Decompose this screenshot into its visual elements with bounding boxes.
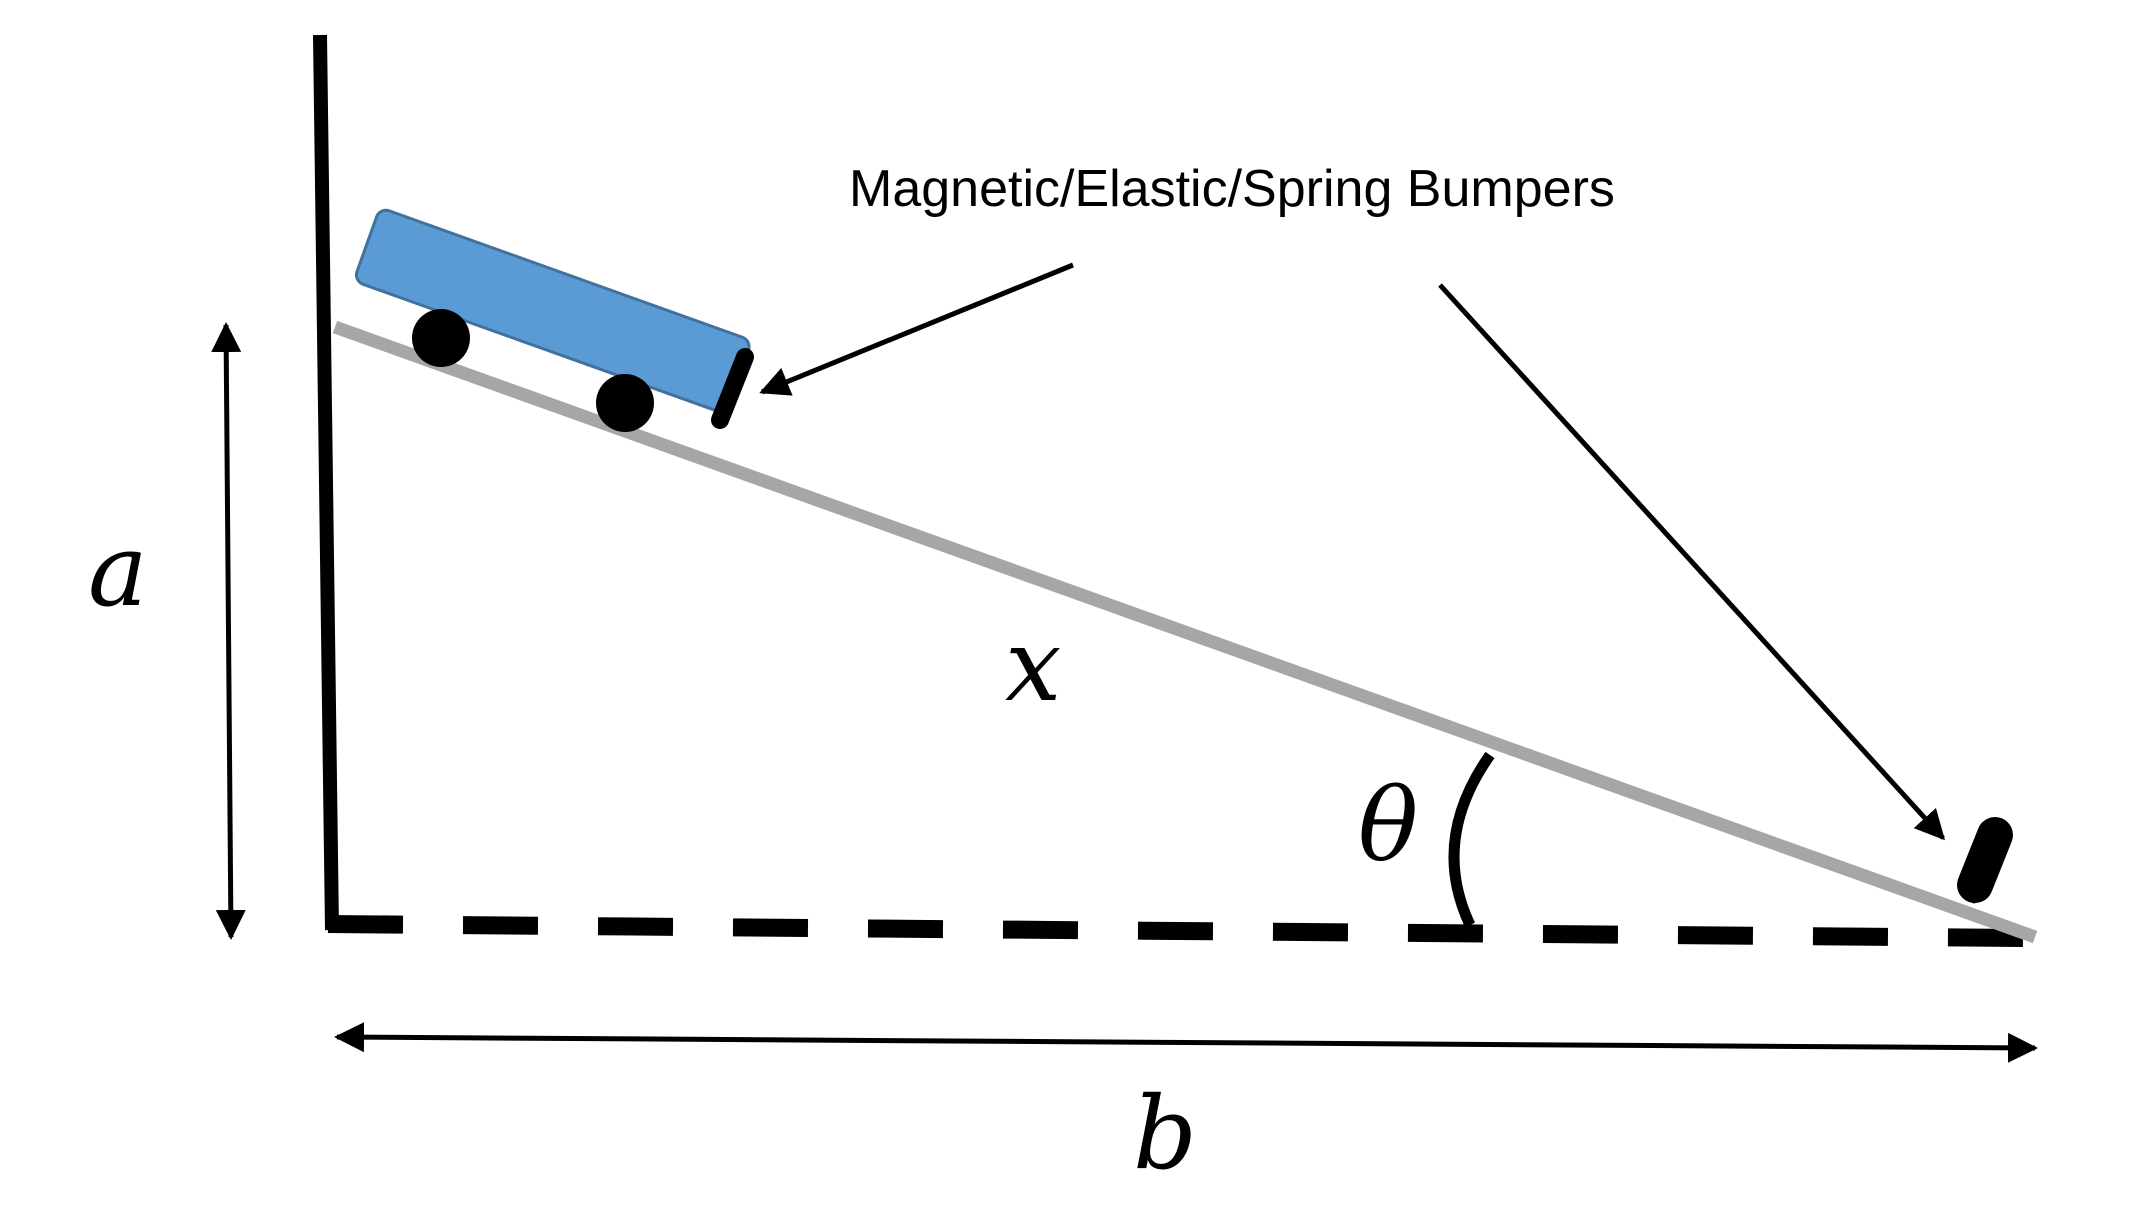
cart-wheel-front — [596, 374, 654, 432]
cart — [354, 208, 751, 413]
angle-arc — [1448, 751, 1495, 928]
height-dimension-arrow — [211, 322, 246, 940]
height-label: a — [88, 512, 148, 629]
angle-label: θ — [1358, 767, 1418, 884]
vertical-wall — [313, 34, 339, 931]
base-label: b — [1133, 1075, 1197, 1192]
bumpers-annotation: Magnetic/Elastic/Spring Bumpers — [849, 160, 1615, 218]
cart-bumper — [711, 348, 754, 429]
incline-surface — [332, 320, 2038, 944]
ground-dashed-line — [327, 915, 2026, 947]
end-bumper — [1957, 817, 2013, 904]
annotation-arrow-to-cart-bumper — [759, 262, 1074, 396]
base-dimension-arrow — [334, 1022, 2038, 1063]
annotation-arrow-to-end-bumper — [1438, 283, 1946, 841]
cart-wheel-rear — [412, 309, 470, 367]
hypotenuse-label: x — [1005, 607, 1061, 724]
cart-body — [354, 208, 751, 413]
